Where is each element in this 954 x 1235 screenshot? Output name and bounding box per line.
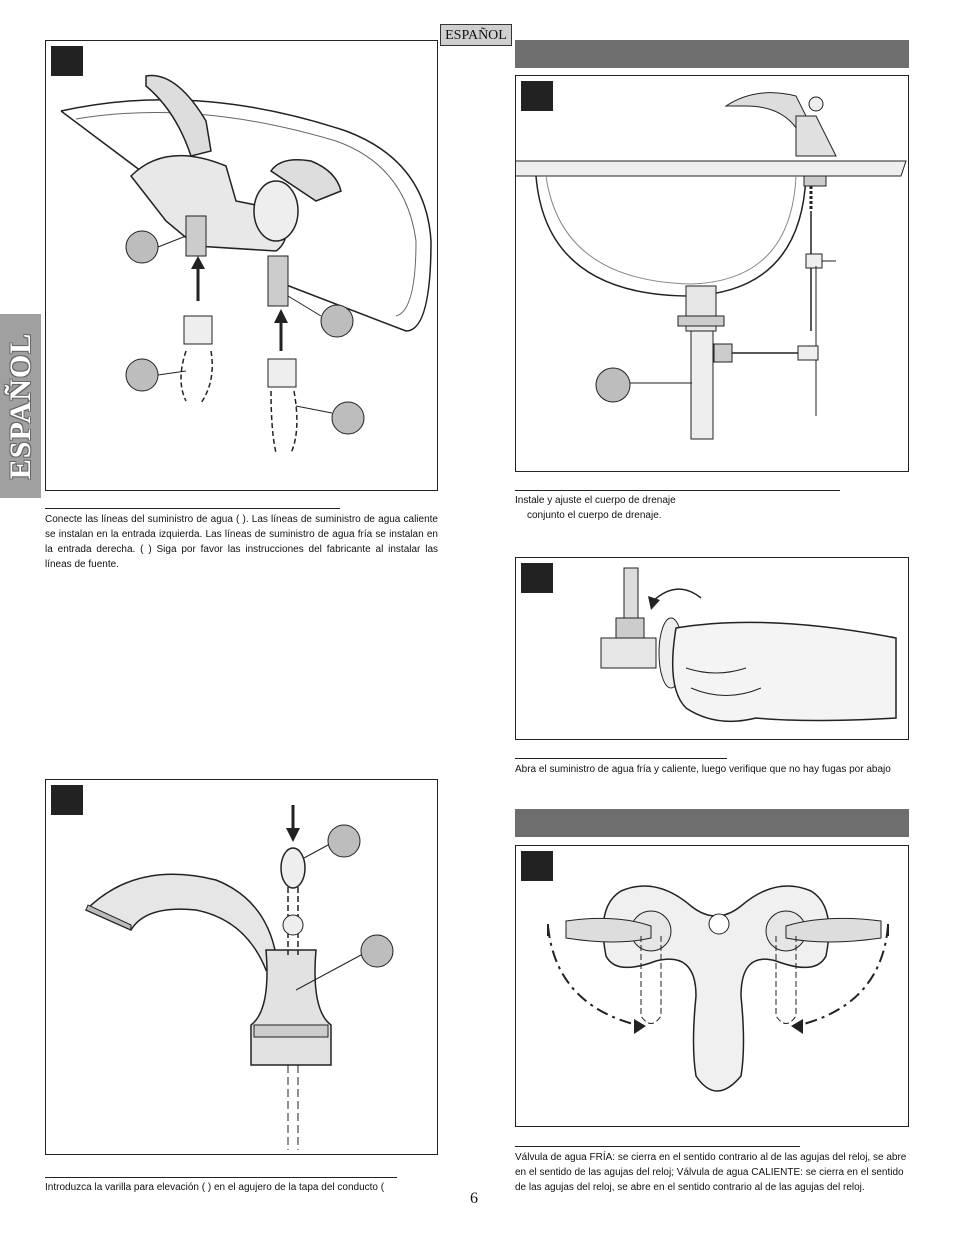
section-header-bar-drain	[515, 40, 909, 68]
valve-operation-illustration	[547, 885, 889, 1092]
water-on-instructions: Abra el suministro de agua fría y calien…	[515, 764, 891, 775]
language-tag: ESPAÑOL	[440, 24, 512, 46]
step-number-box	[51, 46, 83, 76]
step-heading-rule	[515, 1146, 800, 1147]
step-number-box	[521, 851, 553, 881]
side-language-tab: ESPAÑOL	[0, 314, 41, 498]
valve-operation-instructions: Válvula de agua FRÍA: se cierra en el se…	[515, 1152, 907, 1193]
step-heading-rule	[45, 1177, 397, 1178]
supply-lines-illustration	[60, 74, 432, 454]
step-heading-rule	[515, 490, 840, 491]
figure-drain	[515, 75, 909, 472]
drain-instructions-line1: Instale y ajuste el cuerpo de drenaje	[515, 495, 676, 506]
section-header-bar-operation	[515, 809, 909, 837]
step-heading-rule	[45, 508, 340, 509]
supply-lines-instructions: Conecte las líneas del suministro de agu…	[45, 514, 438, 570]
figure-water-on	[515, 557, 909, 740]
page-number: 6	[470, 1190, 478, 1207]
drain-illustration	[516, 92, 907, 440]
figure-lift-rod	[45, 779, 438, 1155]
figure-valve-operation	[515, 845, 909, 1127]
lift-rod-instructions: Introduzca la varilla para elevación ( )…	[45, 1182, 385, 1193]
step-number-box	[51, 785, 83, 815]
water-on-illustration	[600, 567, 897, 723]
figure-supply-lines	[45, 40, 438, 491]
step-number-box	[521, 563, 553, 593]
lift-rod-illustration	[84, 805, 394, 1150]
drain-instructions-line2: conjunto el cuerpo de drenaje.	[527, 510, 662, 521]
step-number-box	[521, 81, 553, 111]
step-heading-rule	[515, 758, 727, 759]
side-tab-label: ESPAÑOL	[3, 332, 37, 480]
